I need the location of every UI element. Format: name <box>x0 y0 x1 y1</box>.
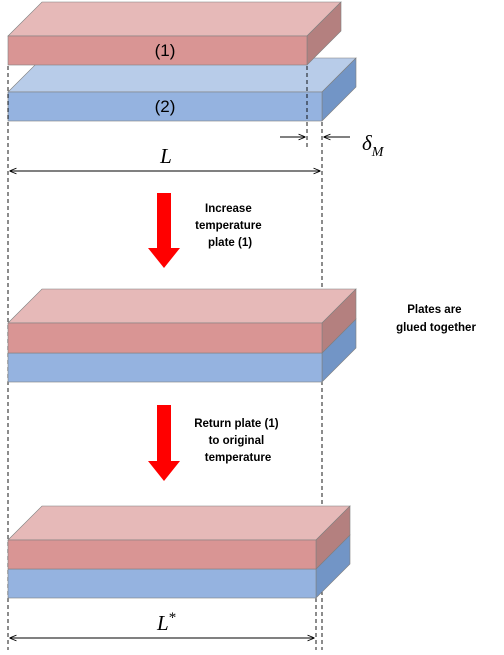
plate-1-final-front-face <box>7 539 317 570</box>
plate-2-final <box>7 534 351 599</box>
glued-note: Plates are glued together <box>396 304 476 334</box>
plate-2-glued-front-face <box>7 352 323 383</box>
plate-2-initial <box>7 57 357 122</box>
plate-1-glued-top-face <box>7 288 357 324</box>
plate-1-initial <box>7 1 342 66</box>
final-length-dimension: L* <box>10 610 314 638</box>
mismatch-label: δM <box>362 131 385 160</box>
length-dimension: L <box>10 144 320 171</box>
step-2-arrow <box>148 405 180 481</box>
step-2: Return plate (1) to original temperature <box>148 405 282 481</box>
plate-1-front-face <box>7 35 308 66</box>
plate-2-label: (2) <box>155 97 176 116</box>
plate-2-final-front-face <box>7 568 317 599</box>
step-2-text: Return plate (1) to original temperature <box>194 418 282 464</box>
step-1-text: Increase temperature plate (1) <box>195 203 265 249</box>
step-1: Increase temperature plate (1) <box>148 193 265 268</box>
stage-1-separate-plates: (1) (2) <box>7 1 357 122</box>
plate-2-front-face <box>7 91 323 122</box>
length-label: L <box>159 144 172 168</box>
stage-2-glued-plates: Plates are glued together <box>7 288 476 383</box>
plate-2-glued <box>7 318 357 383</box>
plate-1-final-top-face <box>7 505 351 541</box>
plate-1-final <box>7 505 351 570</box>
step-1-arrow <box>148 193 180 268</box>
plate-1-glued <box>7 288 357 354</box>
mismatch-dimension: δM <box>280 131 385 160</box>
plate-1-label: (1) <box>155 41 176 60</box>
stage-3-final-plates <box>7 505 351 599</box>
plate-1-glued-front-face <box>7 322 323 354</box>
final-length-label: L* <box>156 610 176 635</box>
plate-1-top-face <box>7 1 342 37</box>
